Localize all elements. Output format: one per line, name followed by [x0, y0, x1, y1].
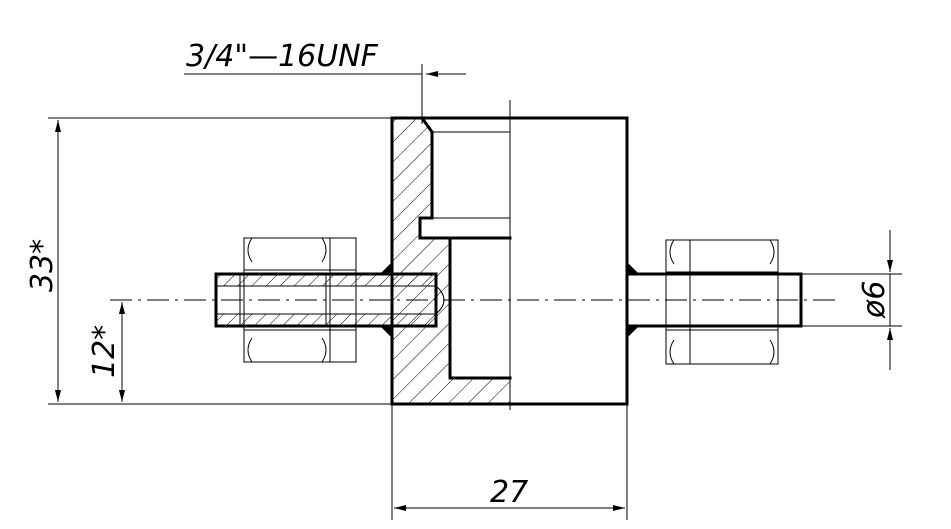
- dim-height-text: 33*: [25, 239, 60, 292]
- inner-cavity: [448, 236, 512, 380]
- dim-width-text: 27: [490, 475, 528, 510]
- thread-callout: 3/4"—16UNF: [184, 39, 466, 124]
- left-fitting: [214, 237, 445, 363]
- left-nut-chamfer: [247, 237, 327, 363]
- left-weld-top: [380, 262, 392, 274]
- left-nut: [243, 237, 357, 363]
- dim-axis-text: 12*: [87, 325, 122, 378]
- right-nut: [665, 239, 779, 365]
- housing-wall-section-hatch: [392, 118, 510, 404]
- right-weld-bottom: [627, 326, 639, 338]
- right-weld-top: [627, 262, 639, 274]
- left-weld-bottom: [380, 326, 392, 338]
- dim-diameter: ø6: [801, 230, 902, 370]
- dim-diameter-text: ø6: [857, 281, 892, 319]
- threaded-bore: [418, 115, 512, 240]
- right-tube: [625, 272, 803, 328]
- dim-axis-height: 12*: [87, 302, 125, 402]
- right-nut-chamfer: [669, 239, 775, 365]
- thread-callout-text: 3/4"—16UNF: [186, 39, 379, 74]
- right-fitting: [625, 239, 803, 365]
- dim-overall-height: 33*: [25, 117, 392, 405]
- dim-width: 27: [391, 404, 628, 520]
